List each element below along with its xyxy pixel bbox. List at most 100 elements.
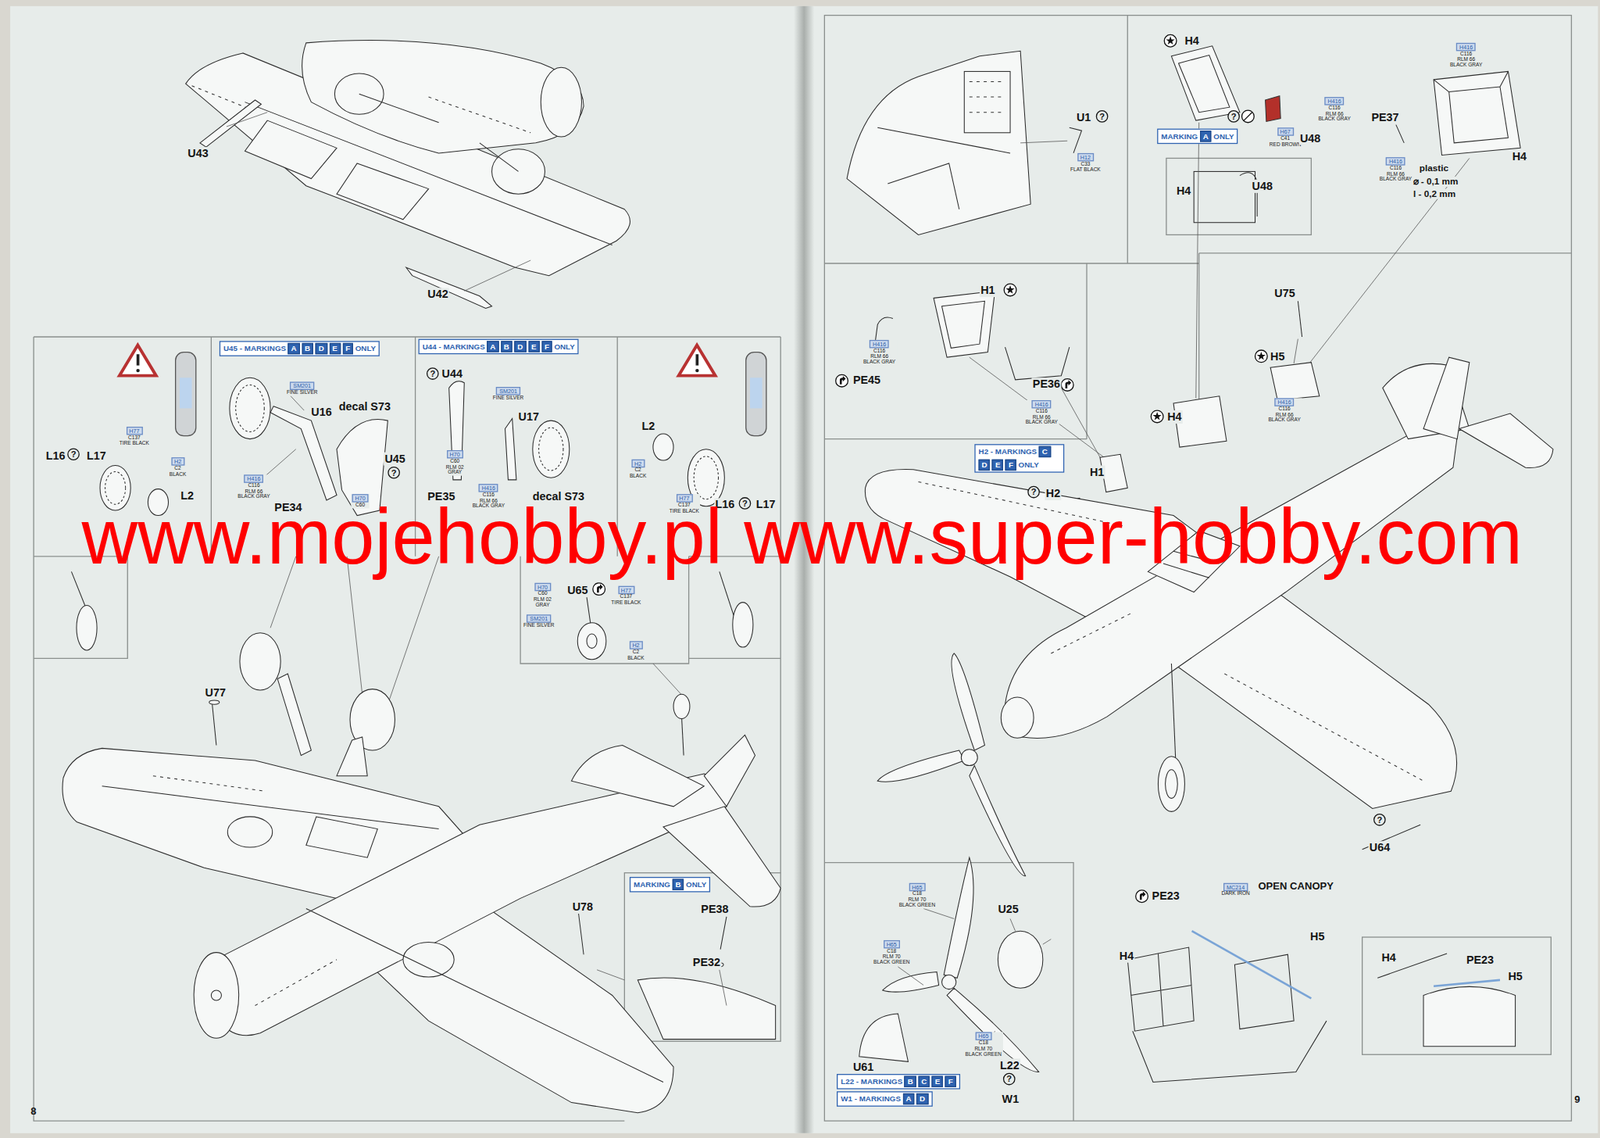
line-art <box>135 368 140 372</box>
line-art <box>897 907 1051 1056</box>
marking-text: W1 - MARKINGS <box>840 1093 901 1104</box>
marking-text: MARKING <box>1160 131 1198 141</box>
part-number: U77 <box>203 685 227 700</box>
paint-name: C2 <box>169 465 186 472</box>
line-art <box>239 632 281 690</box>
part-number: L17 <box>85 449 108 463</box>
color-callout: H12C33FLAT BLACK <box>1069 153 1102 173</box>
part-number: H4 <box>1183 34 1200 48</box>
marking-letter: D <box>315 342 328 354</box>
marking-text: ONLY <box>355 343 376 354</box>
paint-code: H2 <box>631 459 645 468</box>
line-art <box>846 50 1031 235</box>
marking-letter: A <box>288 342 300 354</box>
line-art <box>200 100 261 147</box>
marking-letter: B <box>301 342 314 354</box>
marking-box: MARKINGAONLY <box>1157 128 1239 145</box>
part-number: PE38 <box>700 902 730 916</box>
color-callout: H2C2BLACK <box>168 457 188 477</box>
line-art <box>877 127 1011 209</box>
paint-name: FINE SILVER <box>492 395 524 401</box>
question-mark: ? <box>1027 485 1040 499</box>
line-art <box>997 930 1043 988</box>
paint-code: H2 <box>171 457 185 466</box>
line-art <box>571 744 704 806</box>
marking-text: U45 - MARKINGS <box>223 343 286 354</box>
line-art <box>532 420 570 478</box>
line-art <box>681 716 684 756</box>
line-art <box>136 353 140 365</box>
paint-code: H416 <box>1456 42 1476 52</box>
line-art <box>1132 1020 1327 1082</box>
paint-name: BLACK <box>169 471 186 477</box>
underside-view-main <box>62 632 781 1113</box>
line-art <box>942 974 957 989</box>
line-art <box>270 556 686 704</box>
color-callout: H70C60RLM 02GRAY <box>532 582 553 609</box>
marking-text: ONLY <box>1213 131 1234 141</box>
part-number: H4 <box>1118 949 1136 963</box>
line-art <box>703 734 755 806</box>
color-callout: MC214DARK IRON <box>1220 882 1251 897</box>
line-art <box>119 344 157 375</box>
line-art <box>244 120 337 179</box>
line-art <box>1069 127 1083 154</box>
line-art <box>153 775 337 1006</box>
paint-code: H2 <box>628 640 643 650</box>
color-callout: H65C18RLM 70BLACK GREEN <box>897 882 936 909</box>
part-number: U25 <box>996 902 1020 916</box>
part-number: U65 <box>566 583 590 597</box>
line-art <box>209 700 220 704</box>
line-art <box>969 122 1470 465</box>
marking-letter: B <box>672 878 685 890</box>
paint-code: H77 <box>617 585 635 595</box>
line-art <box>720 916 727 950</box>
marking-letter: E <box>932 1075 943 1087</box>
marking-letter: E <box>992 459 1004 471</box>
marking-box: L22 - MARKINGSBCEF <box>836 1073 961 1090</box>
line-art <box>1433 979 1500 986</box>
paint-name: RLM 66 <box>1450 57 1483 63</box>
paint-code: H65 <box>883 939 900 949</box>
paint-name: C60 <box>446 458 465 465</box>
part-number: U44 <box>440 367 464 381</box>
line-art <box>1242 110 1255 123</box>
paint-name: DARK IRON <box>1221 890 1250 897</box>
line-art <box>859 1013 909 1061</box>
symbols <box>592 34 1268 902</box>
line-art <box>1423 985 1516 1046</box>
line-art <box>592 582 606 596</box>
paint-name: BLACK GRAY <box>1318 116 1351 122</box>
line-art <box>1171 46 1240 121</box>
paint-code: H416 <box>478 483 499 493</box>
paint-name: RLM 70 <box>965 1045 1002 1051</box>
paint-name: C60 <box>533 590 552 597</box>
line-art <box>102 785 664 1083</box>
line-art <box>678 344 716 375</box>
line-art <box>244 93 612 245</box>
line-art <box>1362 936 1552 1054</box>
paint-name: BLACK GREEN <box>899 902 936 908</box>
color-callout: H65C18RLM 70BLACK GREEN <box>872 939 911 966</box>
part-number: U1 <box>1075 110 1093 125</box>
line-art <box>306 816 378 858</box>
paint-code: H416 <box>243 474 264 483</box>
paint-name: RLM 70 <box>899 896 936 903</box>
paint-code: H416 <box>1032 400 1052 409</box>
line-art <box>1157 756 1185 812</box>
paint-code: SM201 <box>289 381 315 390</box>
marking-letter: F <box>342 342 354 354</box>
paint-name: C116 <box>1379 165 1412 172</box>
paint-name: RLM 02 <box>446 464 465 470</box>
line-art <box>1005 346 1070 380</box>
paint-name: RLM 66 <box>1379 171 1412 177</box>
part-number: U17 <box>517 410 540 424</box>
line-art <box>750 377 763 408</box>
line-art <box>33 336 781 1121</box>
part-number: U48 <box>1299 131 1322 145</box>
paint-name: C116 <box>863 348 896 354</box>
marking-text: U44 - MARKINGS <box>422 342 486 352</box>
